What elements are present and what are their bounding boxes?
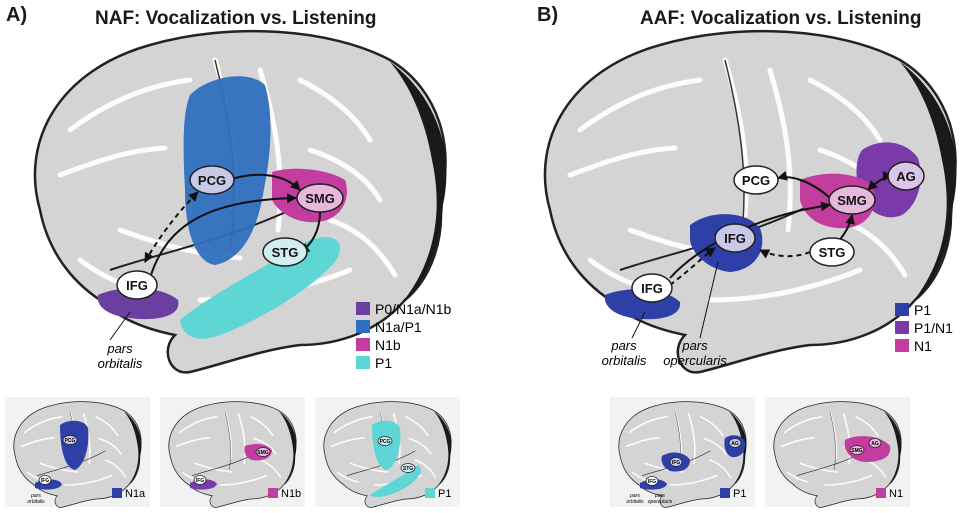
panel-a-title: NAF: Vocalization vs. Listening — [95, 8, 377, 29]
pars-opercularis-2: opercularis — [663, 353, 727, 368]
legend-swatch-2 — [356, 320, 370, 333]
small-a3-swatch — [425, 488, 435, 498]
node-b-ifg-lower-label: IFG — [641, 281, 663, 296]
small-b1-swatch — [720, 488, 730, 498]
small-a1-pars1: pars — [30, 493, 41, 499]
node-pcg-label: PCG — [198, 173, 226, 188]
pars-opercularis-1: pars — [681, 338, 708, 353]
node-b-ifg-lower: IFG — [631, 273, 673, 303]
small-a1-pars2: orbitalis — [27, 499, 45, 505]
small-b1-pars2: orbitalis — [626, 499, 644, 505]
node-b-stg: STG — [809, 237, 855, 267]
panel-a-legend: P0/N1a/N1b N1a/P1 N1b P1 — [356, 301, 451, 371]
legend-b-swatch-3 — [895, 339, 909, 352]
pars-orbitalis-pointer-b — [631, 311, 646, 339]
pars-orbitalis-label-1: pars — [106, 341, 133, 356]
small-a2-ifg: IFG — [196, 478, 204, 484]
pars-orbitalis-label-2: orbitalis — [98, 356, 143, 371]
node-b-ag-label: AG — [896, 169, 916, 184]
small-a2-label: N1b — [281, 488, 301, 500]
small-panel-b2: AG SMG N1 — [765, 397, 910, 509]
legend-label-1: P0/N1a/N1b — [375, 301, 451, 317]
small-a3-pcg: PCG — [380, 439, 391, 445]
legend-label-2: N1a/P1 — [375, 319, 422, 335]
legend-b-label-3: N1 — [914, 338, 932, 354]
small-a2-smg: SMG — [257, 450, 269, 456]
legend-swatch-4 — [356, 356, 370, 369]
small-b1-pars1: pars — [629, 493, 640, 499]
node-b-pcg-label: PCG — [742, 173, 770, 188]
node-b-ifg-upper-label: IFG — [724, 231, 746, 246]
node-b-ag: AG — [887, 161, 925, 191]
node-smg: SMG — [296, 183, 344, 213]
pars-opercularis-pointer — [699, 261, 719, 339]
small-panel-a1: PCG IFG pars orbitalis N1a — [5, 397, 150, 509]
small-b2-swatch — [876, 488, 886, 498]
legend-swatch-3 — [356, 338, 370, 351]
node-b-stg-label: STG — [819, 245, 846, 260]
small-b2-smg: SMG — [851, 448, 863, 454]
small-panel-a3: PCG STG P1 — [315, 397, 460, 509]
legend-b-label-2: P1/N1 — [914, 320, 953, 336]
panel-a-letter: A) — [6, 4, 28, 26]
legend-label-3: N1b — [375, 337, 401, 353]
node-ifg-label: IFG — [126, 278, 148, 293]
small-a1-pcg: PCG — [65, 438, 76, 444]
legend-label-4: P1 — [375, 355, 392, 371]
panel-b-brain — [545, 31, 956, 372]
small-b1-pars4: opercularis — [648, 499, 673, 505]
small-a3-stg: STG — [403, 466, 413, 472]
node-ifg: IFG — [116, 270, 158, 300]
node-stg-label: STG — [272, 245, 299, 260]
small-b2-label: N1 — [889, 488, 903, 500]
node-smg-label: SMG — [305, 191, 335, 206]
legend-swatch-1 — [356, 302, 370, 315]
panel-b-title: AAF: Vocalization vs. Listening — [640, 8, 922, 29]
node-b-smg-label: SMG — [837, 193, 867, 208]
legend-b-swatch-2 — [895, 321, 909, 334]
small-a2-swatch — [268, 488, 278, 498]
node-b-ifg-upper: IFG — [714, 223, 756, 253]
small-b2-ag: AG — [871, 441, 879, 447]
small-a1-ifg: IFG — [41, 478, 49, 484]
legend-b-label-1: P1 — [914, 302, 931, 318]
node-stg: STG — [262, 237, 308, 267]
legend-b-swatch-1 — [895, 303, 909, 316]
small-b1-ifg-upper: IFG — [672, 460, 680, 466]
small-b1-ifg-lower: IFG — [648, 479, 656, 485]
small-b1-label: P1 — [733, 488, 746, 500]
small-panel-b1: AG IFG IFG pars orbitalis pars opercular… — [610, 397, 755, 509]
small-a1-swatch — [112, 488, 122, 498]
panel-b-legend: P1 P1/N1 N1 — [895, 302, 953, 354]
panel-b-letter: B) — [537, 4, 559, 26]
node-b-smg: SMG — [828, 185, 876, 215]
small-a1-label: N1a — [125, 488, 146, 500]
node-pcg: PCG — [189, 165, 235, 195]
pars-orbitalis-pointer — [109, 311, 131, 341]
node-b-pcg: PCG — [733, 165, 779, 195]
small-b1-ag: AG — [731, 441, 739, 447]
pars-orbitalis-b-2: orbitalis — [602, 353, 647, 368]
region-p0-n1a-n1b — [97, 288, 179, 320]
small-b1-pars3: pars — [654, 493, 665, 499]
panel-a-arrows — [144, 173, 321, 279]
pars-orbitalis-b-1: pars — [610, 338, 637, 353]
small-panel-a2: SMG IFG N1b — [160, 397, 305, 509]
small-a3-label: P1 — [438, 488, 451, 500]
